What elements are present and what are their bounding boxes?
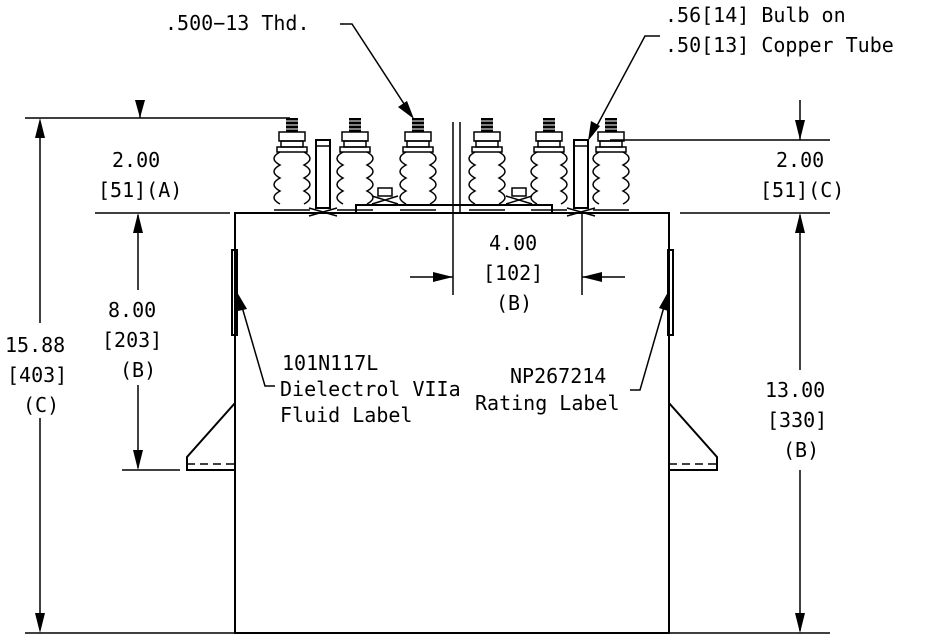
case-dim-note: (B) [783, 438, 819, 462]
spacing-dim-value: 4.00 [489, 231, 537, 255]
case-dim-metric: [330] [767, 408, 827, 432]
bracket-dim-metric: [203] [102, 328, 162, 352]
rating-label-strip [667, 249, 674, 336]
fluid-label-line2: Dielectrol VIIa [280, 377, 461, 401]
fluid-label-line3: Fluid Label [280, 403, 412, 427]
bushing [399, 118, 437, 211]
top-plate [355, 204, 553, 214]
top-right-dimension [795, 100, 805, 140]
bushing [530, 118, 568, 211]
top-right-dim-value: 2.00 [776, 148, 824, 172]
overall-dim-note: (C) [23, 393, 59, 417]
right-mounting-bracket [668, 402, 718, 471]
fluid-label-strip [231, 249, 238, 336]
bracket-dim-note: (B) [120, 358, 156, 382]
bushing [468, 118, 506, 211]
plate-fitting-left [371, 187, 399, 205]
top-left-dim-value: 2.00 [112, 148, 160, 172]
rating-label-line1: NP267214 [510, 364, 606, 388]
case-dim-value: 13.00 [765, 378, 825, 402]
plate-fitting-right [505, 187, 533, 205]
copper-tube-right [566, 139, 596, 217]
fluid-label-leader [237, 292, 275, 387]
case-height-dimension [795, 213, 805, 633]
overall-dim-value: 15.88 [5, 333, 65, 357]
bulb-leader [588, 35, 660, 141]
overall-dim-metric: [403] [7, 363, 67, 387]
left-mounting-bracket [186, 402, 236, 471]
thread-leader [340, 23, 414, 119]
bushing-spacing-dimension [410, 272, 625, 282]
bushing [273, 118, 311, 211]
copper-tube-left [308, 139, 338, 217]
fluid-label-line1: 101N117L [282, 351, 378, 375]
top-right-dim-metric: [51](C) [760, 178, 844, 202]
spacing-dim-metric: [102] [483, 261, 543, 285]
bushing [592, 118, 630, 211]
bushing [336, 118, 374, 211]
rating-label-line2: Rating Label [475, 391, 620, 415]
spacing-dim-note: (B) [496, 291, 532, 315]
top-left-dim-metric: [51](A) [98, 178, 182, 202]
bulb-callout-line1: .56[14] Bulb on [665, 3, 846, 27]
bushing-group [273, 118, 630, 211]
thread-callout: .500−13 Thd. [165, 11, 310, 35]
bulb-callout-line2: .50[13] Copper Tube [665, 33, 894, 57]
top-left-dimension [135, 100, 145, 118]
overall-height-dimension [35, 118, 45, 633]
bracket-height-dimension [133, 213, 143, 470]
rating-label-leader [630, 292, 668, 391]
bracket-dim-value: 8.00 [108, 298, 156, 322]
